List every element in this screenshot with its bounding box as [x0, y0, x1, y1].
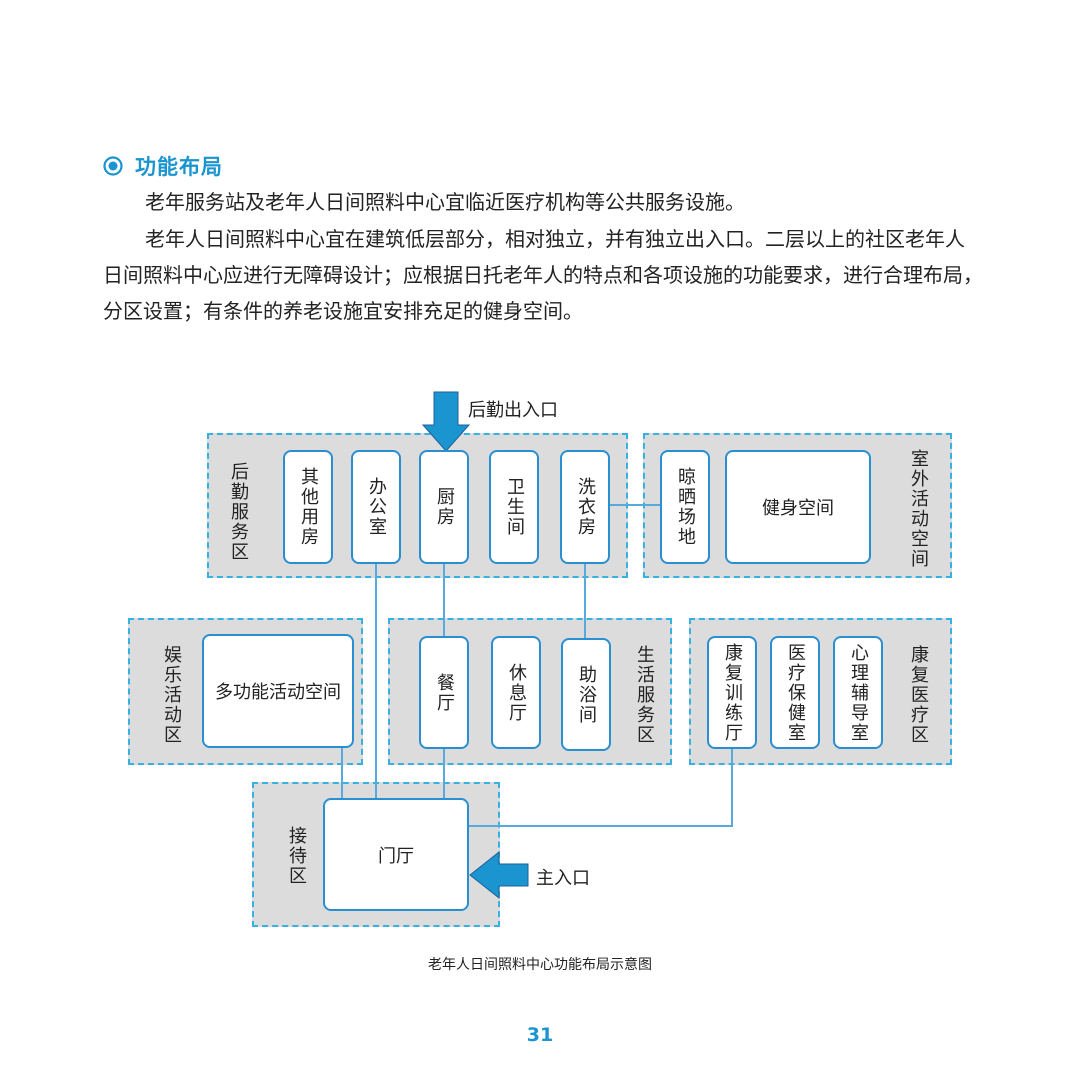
diagram-caption: 老年人日间照料中心功能布局示意图 — [428, 957, 652, 973]
zone-label-reception: 接待区 — [286, 826, 307, 886]
room-dining-label: 餐厅 — [434, 672, 455, 713]
room-rest: 休息厅 — [491, 636, 541, 749]
service-entrance-arrow-icon — [421, 391, 471, 452]
section-title: 功能布局 — [135, 155, 223, 179]
zone-label-entertainment: 娱乐活动区 — [161, 645, 182, 745]
zone-label-living: 生活服务区 — [634, 645, 655, 745]
main-entrance-label: 主入口 — [536, 868, 590, 889]
room-lobby: 门厅 — [323, 798, 469, 911]
zone-label-medical: 康复医疗区 — [908, 645, 929, 745]
room-toilet: 卫生间 — [489, 450, 539, 564]
room-drying: 晾晒场地 — [660, 450, 710, 564]
room-rehab-label: 康复训练厅 — [722, 642, 743, 743]
room-laundry: 洗衣房 — [560, 450, 610, 564]
service-entrance-label: 后勤出入口 — [468, 400, 558, 421]
room-multi-label: 多功能活动空间 — [215, 682, 341, 703]
zone-label-outdoor: 室外活动空间 — [908, 449, 929, 569]
room-lobby-label: 门厅 — [378, 845, 414, 867]
zone-label-logistics: 后勤服务区 — [228, 462, 249, 562]
main-entrance-arrow-icon — [469, 850, 529, 900]
room-bath: 助浴间 — [561, 638, 611, 751]
room-rehab: 康复训练厅 — [707, 636, 757, 749]
room-multi: 多功能活动空间 — [202, 634, 354, 748]
room-dining: 餐厅 — [419, 636, 469, 749]
room-other-label: 其他用房 — [298, 467, 319, 547]
room-clinic: 医疗保健室 — [770, 636, 820, 749]
paragraph-1: 老年服务站及老年人日间照料中心宜临近医疗机构等公共服务设施。 — [145, 190, 745, 214]
room-clinic-label: 医疗保健室 — [785, 642, 806, 743]
room-fitness-label: 健身空间 — [762, 498, 834, 519]
room-other: 其他用房 — [283, 450, 333, 564]
room-fitness: 健身空间 — [725, 450, 871, 564]
paragraph-2: 老年人日间照料中心宜在建筑低层部分，相对独立，并有独立出入口。二层以上的社区老年… — [103, 227, 983, 323]
room-counsel-label: 心理辅导室 — [848, 642, 869, 743]
room-kitchen-label: 厨房 — [434, 487, 455, 527]
room-rest-label: 休息厅 — [506, 662, 527, 723]
target-bullet-icon — [103, 156, 123, 176]
zone-logistics — [207, 433, 628, 578]
section-heading: 功能布局 — [103, 151, 223, 181]
room-drying-label: 晾晒场地 — [675, 467, 696, 547]
room-counsel: 心理辅导室 — [833, 636, 883, 749]
room-toilet-label: 卫生间 — [504, 477, 525, 537]
room-office-label: 办公室 — [366, 477, 387, 537]
room-kitchen: 厨房 — [419, 450, 469, 564]
room-office: 办公室 — [351, 450, 401, 564]
room-bath-label: 助浴间 — [576, 664, 597, 725]
page-number: 31 — [526, 1024, 554, 1046]
room-laundry-label: 洗衣房 — [575, 477, 596, 537]
